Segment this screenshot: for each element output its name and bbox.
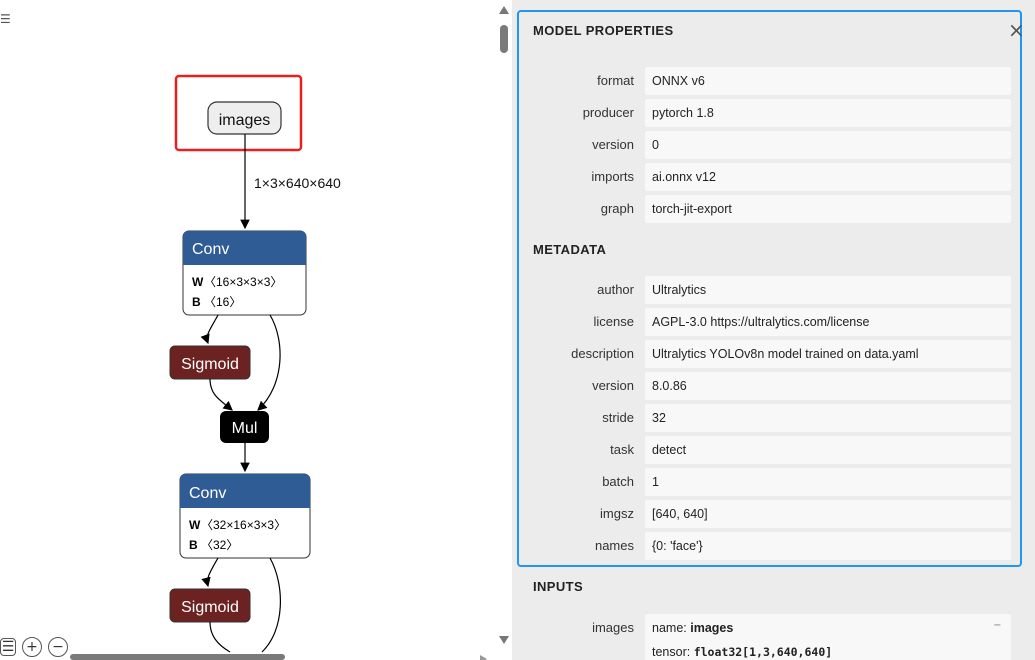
sigmoid-node-2[interactable]: Sigmoid [169,588,251,623]
scroll-right-icon[interactable] [480,655,487,660]
conv-bias-shape: 〈16〉 [204,295,241,309]
metadata-row-imgsz: imgsz [640, 640] [533,500,1011,528]
metadata-value[interactable]: [640, 640] [645,500,1011,528]
metadata-value[interactable]: Ultralytics YOLOv8n model trained on dat… [645,340,1011,368]
model-property-label: graph [600,201,634,216]
mul-node[interactable]: Mul [220,411,269,443]
conv-node-2[interactable]: Conv W 〈32×16×3×3〉 B 〈32〉 [179,473,311,559]
input-node-label: images [219,112,271,129]
metadata-label: version [592,378,634,393]
model-property-value[interactable]: pytorch 1.8 [645,99,1011,127]
metadata-value[interactable]: {0: 'face'} [645,532,1011,560]
input-detail[interactable]: name: images − tensor: float32[1,3,640,6… [645,614,1011,660]
input-node-images[interactable]: images [207,101,282,135]
conv-weight-label: W [192,275,204,289]
edge-shape-label: 1×3×640×640 [254,175,341,191]
menu-icon[interactable]: ☰ [0,12,11,26]
model-property-label: imports [591,169,634,184]
close-icon[interactable]: × [1008,18,1025,42]
model-properties-panel: MODEL PROPERTIES × format ONNX v6 producer… [512,0,1035,660]
graph-canvas[interactable]: ☰ images 1×3×640×640 Conv W 〈16×3×3×3〉 B… [0,0,512,660]
horizontal-scrollbar-thumb[interactable] [70,654,285,660]
metadata-label: batch [602,474,634,489]
model-property-row-producer: producer pytorch 1.8 [533,99,1011,127]
metadata-value[interactable]: 1 [645,468,1011,496]
model-property-value[interactable]: ONNX v6 [645,67,1011,95]
metadata-label: stride [602,410,634,425]
model-property-value[interactable]: 0 [645,131,1011,159]
metadata-row-task: task detect [533,436,1011,464]
conv-weight-shape: 〈32×16×3×3〉 [201,518,286,532]
model-property-row-version: version 0 [533,131,1011,159]
metadata-value[interactable]: AGPL-3.0 https://ultralytics.com/license [645,308,1011,336]
metadata-row-license: license AGPL-3.0 https://ultralytics.com/… [533,308,1011,336]
mul-label: Mul [232,420,258,437]
metadata-label: description [571,346,634,361]
input-label: images [592,620,634,635]
scroll-down-icon[interactable] [499,636,509,644]
model-property-label: format [597,73,634,88]
model-property-row-imports: imports ai.onnx v12 [533,163,1011,191]
model-property-row-format: format ONNX v6 [533,67,1011,95]
metadata-value[interactable]: 8.0.86 [645,372,1011,400]
conv-title: Conv [192,241,229,258]
metadata-row-author: author Ultralytics [533,276,1011,304]
metadata-label: imgsz [600,506,634,521]
metadata-row-description: description Ultralytics YOLOv8n model tra… [533,340,1011,368]
conv-node-1[interactable]: Conv W 〈16×3×3×3〉 B 〈16〉 [182,230,307,316]
zoom-in-icon[interactable]: + [22,637,42,657]
metadata-value[interactable]: Ultralytics [645,276,1011,304]
input-tensor-value: float32[1,3,640,640] [693,645,833,659]
metadata-row-batch: batch 1 [533,468,1011,496]
selection-highlight [174,74,303,152]
conv-bias-label: B [189,538,198,552]
sigmoid-label: Sigmoid [181,356,239,373]
metadata-row-stride: stride 32 [533,404,1011,432]
input-name-value: images [690,621,734,635]
model-graph: images 1×3×640×640 Conv W 〈16×3×3×3〉 B 〈… [169,74,341,653]
zoom-out-icon[interactable]: − [48,637,68,657]
model-property-label: producer [582,105,634,120]
sigmoid-label: Sigmoid [181,599,239,616]
metadata-label: author [597,282,634,297]
properties-title: MODEL PROPERTIES [533,23,674,38]
collapse-icon[interactable]: − [993,618,1001,632]
model-property-label: version [592,137,634,152]
metadata-value[interactable]: detect [645,436,1011,464]
conv-weight-shape: 〈16×3×3×3〉 [204,275,282,289]
conv-weight-label: W [189,518,201,532]
properties-frame [517,10,1022,567]
input-tensor-key: tensor: [652,645,691,659]
input-name-key: name: [652,621,687,635]
conv-bias-label: B [192,295,201,309]
metadata-row-version: version 8.0.86 [533,372,1011,400]
input-row: images [533,614,1011,642]
graph-toolbar: ☰ + − [0,636,68,658]
scroll-up-icon[interactable] [499,6,509,14]
metadata-value[interactable]: 32 [645,404,1011,432]
model-property-row-graph: graph torch-jit-export [533,195,1011,223]
metadata-label: license [593,314,634,329]
metadata-label: names [594,538,634,553]
conv-bias-shape: 〈32〉 [201,538,238,552]
metadata-row-names: names {0: 'face'} [533,532,1011,560]
sigmoid-node-1[interactable]: Sigmoid [169,345,251,380]
metadata-title: METADATA [533,242,607,257]
vertical-scrollbar[interactable] [497,0,511,660]
model-property-value[interactable]: ai.onnx v12 [645,163,1011,191]
list-icon[interactable]: ☰ [0,638,16,656]
metadata-label: task [610,442,634,457]
vertical-scrollbar-thumb[interactable] [500,25,508,53]
inputs-title: INPUTS [533,579,584,594]
conv-title: Conv [189,485,226,502]
model-property-value[interactable]: torch-jit-export [645,195,1011,223]
